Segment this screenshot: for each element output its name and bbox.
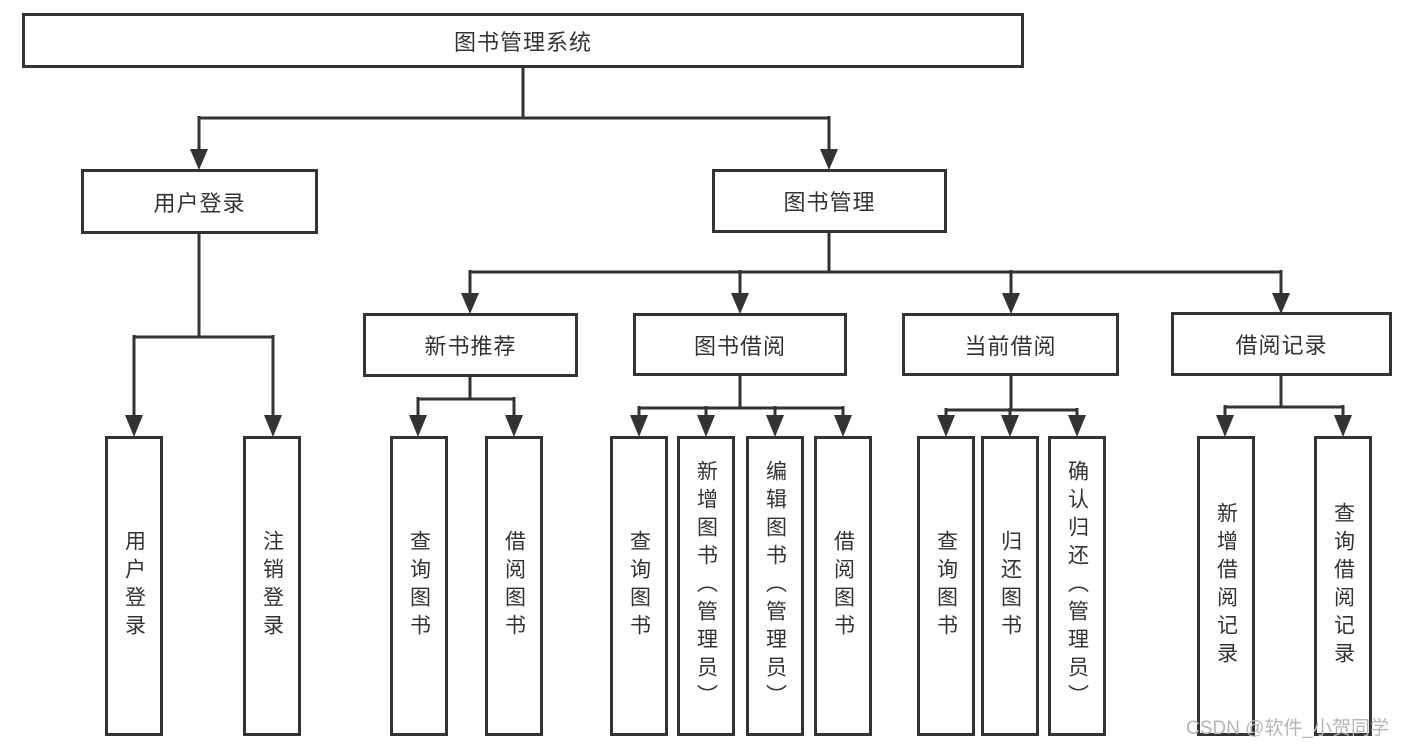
- connector-current-borrow-to-leaves: [944, 375, 1079, 418]
- arrowhead: [1272, 293, 1290, 314]
- node-book-management: 图书管理: [712, 169, 947, 233]
- connector-new-book-to-leaves: [416, 376, 516, 418]
- leaf-logout: 注销登录: [243, 436, 301, 736]
- node-label: 当前借阅: [964, 333, 1057, 359]
- connector-root-to-level2: [197, 67, 831, 151]
- arrowhead: [264, 415, 282, 437]
- leaf-recommend-query-books: 查询图书: [390, 436, 448, 736]
- arrowhead: [190, 149, 208, 170]
- leaf-borrow-books: 借阅图书: [814, 436, 872, 736]
- leaf-confirm-return-admin: 确认归还（管理员）: [1048, 436, 1106, 736]
- node-label: 图书管理系统: [453, 29, 592, 55]
- leaf-edit-books-admin: 编辑图书（管理员）: [746, 436, 804, 736]
- leaf-borrow-query-books: 查询图书: [610, 436, 668, 736]
- arrowhead: [820, 149, 838, 170]
- leaf-query-borrow-record: 查询借阅记录: [1314, 436, 1372, 736]
- leaf-label: 确认归还（管理员）: [1065, 460, 1089, 712]
- arrowhead: [1002, 293, 1020, 314]
- leaf-label: 借阅图书: [502, 530, 526, 642]
- leaf-label: 新增图书（管理员）: [694, 460, 718, 712]
- connector-borrow-record-to-leaves: [1223, 375, 1345, 418]
- arrowhead: [937, 415, 955, 437]
- node-label: 图书借阅: [693, 333, 786, 359]
- node-new-book-recommend: 新书推荐: [363, 313, 578, 377]
- arrowhead: [125, 415, 143, 437]
- leaf-label: 借阅图书: [831, 530, 855, 642]
- node-current-borrow: 当前借阅: [902, 313, 1119, 376]
- arrowhead: [697, 415, 715, 437]
- arrowhead: [409, 415, 427, 437]
- leaf-current-query-books: 查询图书: [917, 436, 975, 736]
- arrowhead: [1216, 415, 1234, 437]
- node-label: 新书推荐: [424, 334, 517, 359]
- arrowhead: [834, 415, 852, 437]
- node-user-login-group: 用户登录: [81, 169, 318, 234]
- leaf-label: 归还图书: [998, 530, 1022, 642]
- leaf-label: 查询图书: [407, 530, 431, 642]
- arrowheads: [125, 149, 1352, 437]
- node-label: 用户登录: [153, 190, 246, 216]
- csdn-watermark: CSDN @软件_小贺同学: [1186, 718, 1389, 739]
- arrowhead: [766, 415, 784, 437]
- leaf-add-borrow-record: 新增借阅记录: [1197, 436, 1255, 736]
- arrowhead: [731, 293, 749, 314]
- connector-book-management-to-level3: [468, 232, 1283, 295]
- connector-book-borrow-to-leaves: [637, 375, 845, 418]
- node-label: 图书管理: [783, 190, 876, 215]
- leaf-label: 注销登录: [260, 530, 284, 642]
- connector-user-login-to-leaves: [132, 233, 275, 418]
- leaf-label: 查询图书: [627, 530, 651, 642]
- leaf-recommend-borrow-books: 借阅图书: [485, 436, 543, 736]
- node-label: 借阅记录: [1235, 333, 1328, 358]
- leaf-label: 用户登录: [122, 530, 146, 642]
- leaf-add-books-admin: 新增图书（管理员）: [677, 436, 735, 736]
- node-book-borrow: 图书借阅: [633, 313, 847, 376]
- node-system-root: 图书管理系统: [22, 13, 1024, 68]
- leaf-label: 查询借阅记录: [1331, 502, 1355, 670]
- leaf-label: 新增借阅记录: [1214, 502, 1238, 670]
- arrowhead: [1068, 415, 1086, 437]
- arrowhead: [461, 293, 479, 314]
- leaf-user-login: 用户登录: [105, 436, 163, 736]
- leaf-return-books: 归还图书: [981, 436, 1039, 736]
- arrowhead: [1001, 415, 1019, 437]
- arrowhead: [1334, 415, 1352, 437]
- arrowhead: [505, 415, 523, 437]
- leaf-label: 查询图书: [934, 530, 958, 642]
- leaf-label: 编辑图书（管理员）: [763, 460, 787, 712]
- arrowhead: [630, 415, 648, 437]
- node-borrow-record: 借阅记录: [1171, 312, 1392, 376]
